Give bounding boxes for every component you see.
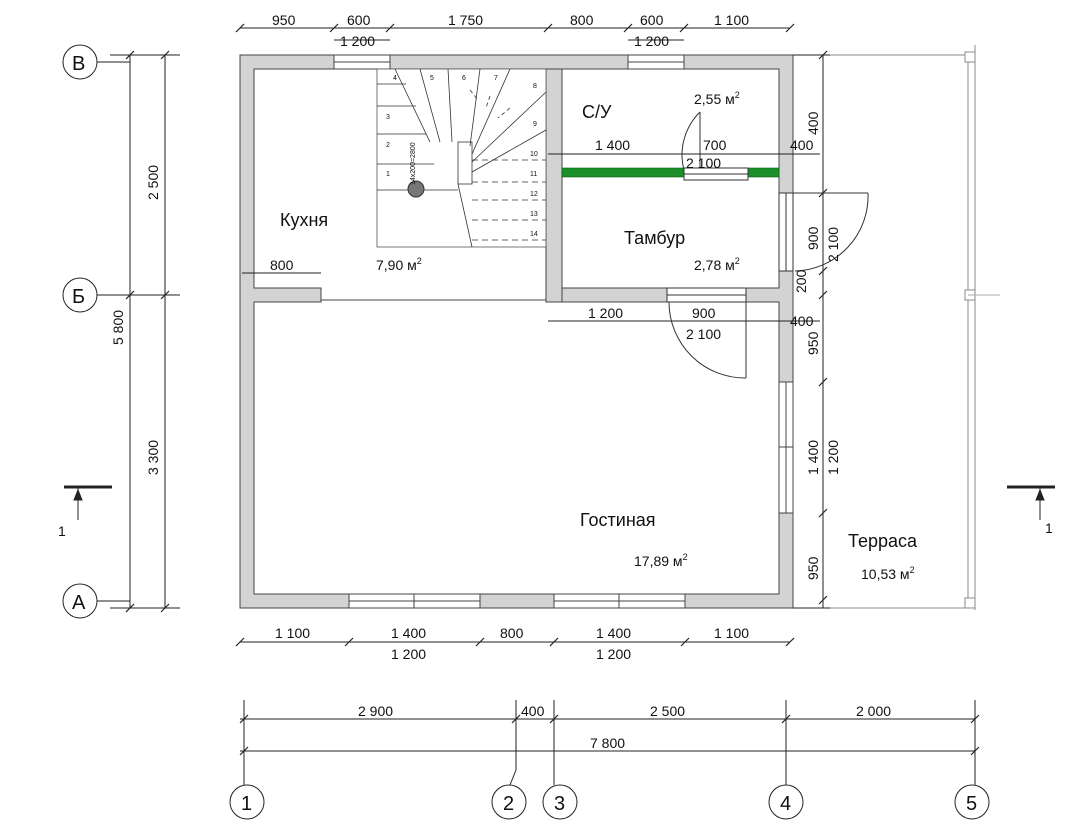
room-area-terrace: 10,53 м2 xyxy=(861,565,915,582)
terrace xyxy=(793,45,1000,610)
stair-step: 12 xyxy=(530,191,538,198)
room-area-kitchen: 7,90 м2 xyxy=(376,256,422,273)
stair-step: 5 xyxy=(430,75,434,82)
axis-row-label: В xyxy=(72,53,85,75)
dim-left-total: 5 800 xyxy=(110,310,126,345)
room-name-terrace: Терраса xyxy=(848,531,918,551)
dim-axis-seg: 2 000 xyxy=(856,703,891,719)
dim-bottom: 1 400 xyxy=(596,625,631,641)
room-name-living: Гостиная xyxy=(580,510,656,530)
dim-top: 1 750 xyxy=(448,12,483,28)
dim-su: 700 xyxy=(703,137,727,153)
stair-step: 2 xyxy=(386,142,390,149)
dim-right: 950 xyxy=(805,556,821,580)
walls xyxy=(239,54,794,609)
dim-top: 600 xyxy=(640,12,664,28)
su-partition-wall xyxy=(561,167,780,178)
dimension-ticks xyxy=(125,23,980,756)
dim-bottom-lower: 1 200 xyxy=(391,646,426,662)
axis-col-label: 1 xyxy=(241,793,252,815)
dims-inner: 1 400 700 2 100 400 1 200 900 2 100 800 xyxy=(270,137,814,342)
axis-row-label: А xyxy=(72,592,86,614)
room-name-kitchen: Кухня xyxy=(280,210,328,230)
room-labels: Кухня 7,90 м2 С/У 2,55 м2 Тамбур 2,78 м2… xyxy=(280,90,918,582)
dim-axis-seg: 2 900 xyxy=(358,703,393,719)
stair-step: 11 xyxy=(530,171,537,178)
dim-right: 200 xyxy=(793,269,809,293)
room-name-su: С/У xyxy=(582,102,612,122)
stair-step: 6 xyxy=(462,75,466,82)
dim-tambur: 900 xyxy=(692,305,716,321)
dim-right: 400 xyxy=(805,111,821,135)
dims-bottom: 1 100 1 400 800 1 400 1 100 1 200 1 200 xyxy=(275,625,749,662)
dim-right: 2 100 xyxy=(825,227,841,262)
stair-step: 13 xyxy=(530,211,538,218)
dim-right: 400 xyxy=(790,313,814,329)
stairs xyxy=(376,68,547,248)
stair-step: 10 xyxy=(530,151,538,158)
section-mark-left xyxy=(64,485,112,520)
dim-top-lower: 1 200 xyxy=(634,33,669,49)
dim-top-lower: 1 200 xyxy=(340,33,375,49)
dim-right: 1 400 xyxy=(805,440,821,475)
dim-bottom: 1 400 xyxy=(391,625,426,641)
section-mark-right xyxy=(1007,485,1055,520)
dim-tambur: 1 200 xyxy=(588,305,623,321)
dim-su: 2 100 xyxy=(686,155,721,171)
dim-right: 1 200 xyxy=(825,440,841,475)
windows xyxy=(333,54,794,609)
dim-top: 800 xyxy=(570,12,594,28)
dim-kitchen: 800 xyxy=(270,257,294,273)
axis-col-label: 2 xyxy=(503,793,514,815)
axis-row-label: Б xyxy=(72,286,85,308)
dims-axes: 2 900 400 2 500 2 000 7 800 xyxy=(358,703,891,751)
dim-axis-seg: 400 xyxy=(521,703,545,719)
axis-col-label: 3 xyxy=(554,793,565,815)
stair-step: 14 xyxy=(530,231,538,238)
room-area-living: 17,89 м2 xyxy=(634,552,688,569)
room-name-tambur: Тамбур xyxy=(624,228,685,248)
dim-top: 600 xyxy=(347,12,371,28)
room-area-su: 2,55 м2 xyxy=(694,90,740,107)
dim-top: 950 xyxy=(272,12,296,28)
dim-right: 900 xyxy=(805,226,821,250)
dim-bottom: 800 xyxy=(500,625,524,641)
dim-su: 400 xyxy=(790,137,814,153)
dimension-lines xyxy=(110,27,976,786)
dim-left-seg: 3 300 xyxy=(145,440,161,475)
section-label-left: 1 xyxy=(58,523,66,539)
dim-bottom: 1 100 xyxy=(275,625,310,641)
stair-post xyxy=(407,180,425,198)
axis-col-label: 5 xyxy=(966,793,977,815)
dim-su: 1 400 xyxy=(595,137,630,153)
dim-axis-total: 7 800 xyxy=(590,735,625,751)
room-area-tambur: 2,78 м2 xyxy=(694,256,740,273)
doors xyxy=(666,111,869,379)
section-label-right: 1 xyxy=(1045,520,1053,536)
dim-tambur: 2 100 xyxy=(686,326,721,342)
stair-step: 8 xyxy=(533,83,537,90)
stair-step: 7 xyxy=(494,75,498,82)
dims-left: 2 500 3 300 5 800 xyxy=(110,165,161,475)
dims-top: 950 600 1 750 800 600 1 100 1 200 1 200 xyxy=(272,12,749,49)
dim-right: 950 xyxy=(805,331,821,355)
dim-bottom: 1 100 xyxy=(714,625,749,641)
axis-labels: В Б А 1 2 3 4 5 xyxy=(72,53,977,815)
stair-step: 9 xyxy=(533,121,537,128)
stair-step: 1 xyxy=(386,171,390,178)
dims-right: 400 900 2 100 200 400 950 1 400 1 200 95… xyxy=(790,111,841,580)
dim-top: 1 100 xyxy=(714,12,749,28)
axis-bubbles xyxy=(62,44,990,820)
stair-step: 3 xyxy=(386,114,390,121)
stair-label: 14x200=2800 xyxy=(410,142,417,185)
axis-col-label: 4 xyxy=(780,793,791,815)
dim-left-seg: 2 500 xyxy=(145,165,161,200)
dim-axis-seg: 2 500 xyxy=(650,703,685,719)
stair-step: 4 xyxy=(393,75,397,82)
stair-step-numbers: 1 2 3 4 5 6 7 8 9 10 11 12 13 14 14x200=… xyxy=(386,75,538,238)
dim-bottom-lower: 1 200 xyxy=(596,646,631,662)
